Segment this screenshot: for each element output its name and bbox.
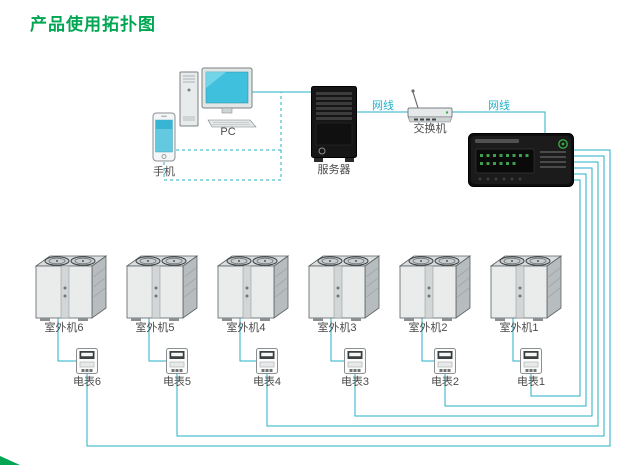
pc-icon — [178, 66, 258, 130]
meter-controller-lines — [86, 149, 611, 447]
pc-label: PC — [220, 126, 236, 138]
server-label: 服务器 — [317, 164, 351, 176]
outdoor-unit-label: 室外机5 — [135, 322, 175, 334]
electric-meter-icon — [434, 348, 456, 374]
cable-label-switch-controller: 网线 — [488, 100, 510, 112]
outdoor-unit: 室外机2 — [394, 250, 476, 340]
outdoor-unit: 室外机3 — [303, 250, 385, 340]
unit-meter-lines — [57, 318, 520, 362]
electric-meter-icon — [166, 348, 188, 374]
electric-meter: 电表2 — [431, 348, 459, 392]
electric-meter-icon — [256, 348, 278, 374]
backbone-lines — [163, 91, 546, 181]
electric-meter: 电表5 — [163, 348, 191, 392]
network-switch-label: 交换机 — [413, 123, 447, 135]
outdoor-unit: 室外机1 — [485, 250, 567, 340]
electric-meter-icon — [344, 348, 366, 374]
server — [310, 85, 360, 168]
cable-label-server-switch: 网线 — [372, 100, 394, 112]
electric-meter: 电表6 — [73, 348, 101, 392]
electric-meter-label: 电表6 — [72, 376, 102, 388]
pc-workstation — [178, 66, 258, 135]
outdoor-unit-label: 室外机1 — [499, 322, 539, 334]
electric-meter-label: 电表3 — [340, 376, 370, 388]
page-corner-accent — [0, 456, 20, 465]
outdoor-unit-icon — [30, 250, 112, 322]
outdoor-unit: 室外机4 — [212, 250, 294, 340]
electric-meter-icon — [76, 348, 98, 374]
outdoor-unit-icon — [212, 250, 294, 322]
outdoor-unit: 室外机5 — [121, 250, 203, 340]
outdoor-unit-label: 室外机4 — [226, 322, 266, 334]
electric-meter: 电表3 — [341, 348, 369, 392]
mobile-phone — [152, 112, 176, 167]
outdoor-unit-label: 室外机2 — [408, 322, 448, 334]
gateway-controller — [468, 133, 574, 192]
mobile-phone-icon — [152, 112, 176, 162]
gateway-controller-icon — [468, 133, 574, 187]
electric-meter-label: 电表4 — [252, 376, 282, 388]
outdoor-unit-icon — [303, 250, 385, 322]
electric-meter-label: 电表1 — [516, 376, 546, 388]
page-title: 产品使用拓扑图 — [30, 15, 156, 34]
mobile-phone-label: 手机 — [153, 166, 175, 178]
network-switch-icon — [406, 88, 454, 124]
electric-meter: 电表1 — [517, 348, 545, 392]
outdoor-unit-label: 室外机3 — [317, 322, 357, 334]
electric-meter-icon — [520, 348, 542, 374]
server-icon — [310, 85, 360, 163]
electric-meter-label: 电表5 — [162, 376, 192, 388]
electric-meter-label: 电表2 — [430, 376, 460, 388]
outdoor-unit-icon — [394, 250, 476, 322]
outdoor-unit-icon — [121, 250, 203, 322]
outdoor-unit: 室外机6 — [30, 250, 112, 340]
outdoor-unit-icon — [485, 250, 567, 322]
outdoor-unit-label: 室外机6 — [44, 322, 84, 334]
electric-meter: 电表4 — [253, 348, 281, 392]
